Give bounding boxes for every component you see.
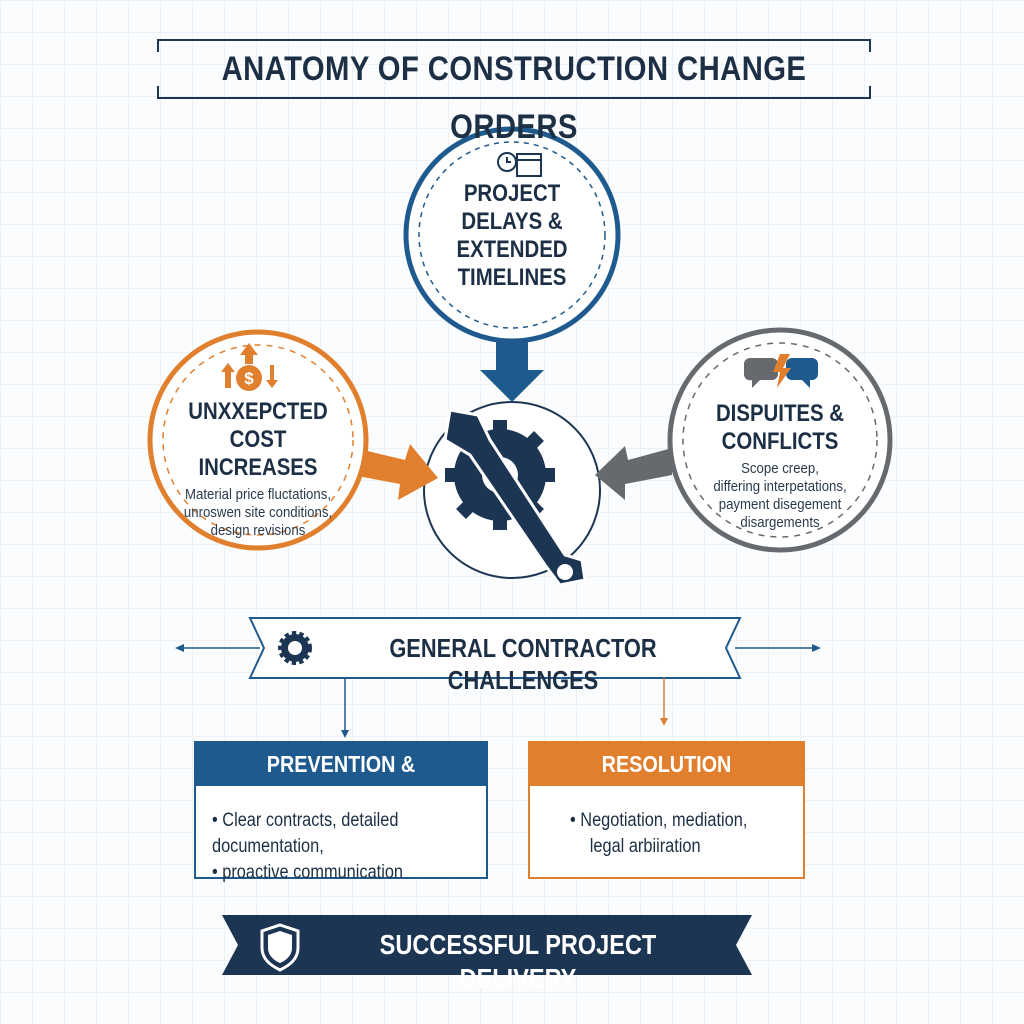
top-circle <box>403 126 621 344</box>
top-circle-heading: PROJECT DELAYS & EXTENDED TIMELINES <box>432 180 592 292</box>
detail-line: unroswen site conditions, <box>183 504 333 521</box>
heading-line: DISPUITES & <box>715 400 845 427</box>
svg-text:$: $ <box>244 369 254 388</box>
wrench-gear-icon <box>443 408 587 587</box>
list-item-text: proactive communication <box>222 862 404 883</box>
challenges-label: GENERAL CONTRACTOR CHALLENGES <box>389 633 657 695</box>
dollar-arrows-icon: $ <box>221 343 278 391</box>
arrow-left-gray <box>595 446 672 500</box>
heading-line: UNXXEPCTED COST <box>188 398 328 453</box>
heading-line: DELAYS & <box>461 208 563 235</box>
heading-line: TIMELINES <box>457 264 567 291</box>
footer-label: SUCCESSFUL PROJECT DELIVERY <box>379 929 657 994</box>
title-frame <box>157 39 871 99</box>
right-circle-text: DISPUITES & CONFLICTS Scope creep, diffe… <box>670 400 890 532</box>
footer-banner <box>222 915 752 975</box>
left-circle <box>147 329 369 551</box>
challenges-banner <box>248 617 742 679</box>
list-item-text: Negotiation, mediation, <box>580 810 748 831</box>
heading-line: CONFLICTS <box>721 428 839 455</box>
arrow-down-blue <box>480 338 544 402</box>
prevention-list: • Clear contracts, detailed documentatio… <box>212 808 502 886</box>
list-item: • proactive communication <box>212 862 404 883</box>
detail-line: design revisions <box>210 522 306 539</box>
resolution-title: RESOLUTION STRATEGIES <box>601 751 732 821</box>
list-item-text: legal arbiiration <box>589 836 701 857</box>
prevention-title: PREVENTION & MITIGATION <box>266 751 416 821</box>
right-circle <box>667 327 893 553</box>
detail-line: payment disegement <box>718 496 842 513</box>
detail-line: Scope creep, <box>741 460 819 477</box>
speech-bubbles-conflict-icon <box>743 354 818 388</box>
list-item: • Negotiation, mediation, <box>570 810 748 831</box>
shield-icon <box>260 923 300 972</box>
heading-line: PROJECT <box>463 180 561 207</box>
detail-line: disargements <box>740 514 820 531</box>
left-circle-text: UNXXEPCTED COST INCREASES Material price… <box>150 398 366 540</box>
detail-line: differing interpetations, <box>713 478 847 495</box>
arrow-right-orange <box>352 444 438 500</box>
list-item: legal arbiiration <box>570 834 759 860</box>
list-item-text: Clear contracts, detailed documentation, <box>212 810 399 857</box>
gear-icon <box>278 631 312 665</box>
detail-line: Material price fluctations, <box>185 486 331 503</box>
list-item: • Clear contracts, detailed documentatio… <box>212 810 399 857</box>
page-title: ANATOMY OF CONSTRUCTION CHANGE ORDERS <box>221 50 807 146</box>
heading-line: EXTENDED <box>456 236 568 263</box>
clock-calendar-icon <box>497 152 542 177</box>
heading-line: INCREASES <box>198 454 318 481</box>
resolution-list: • Negotiation, mediation, legal arbiirat… <box>570 808 790 860</box>
